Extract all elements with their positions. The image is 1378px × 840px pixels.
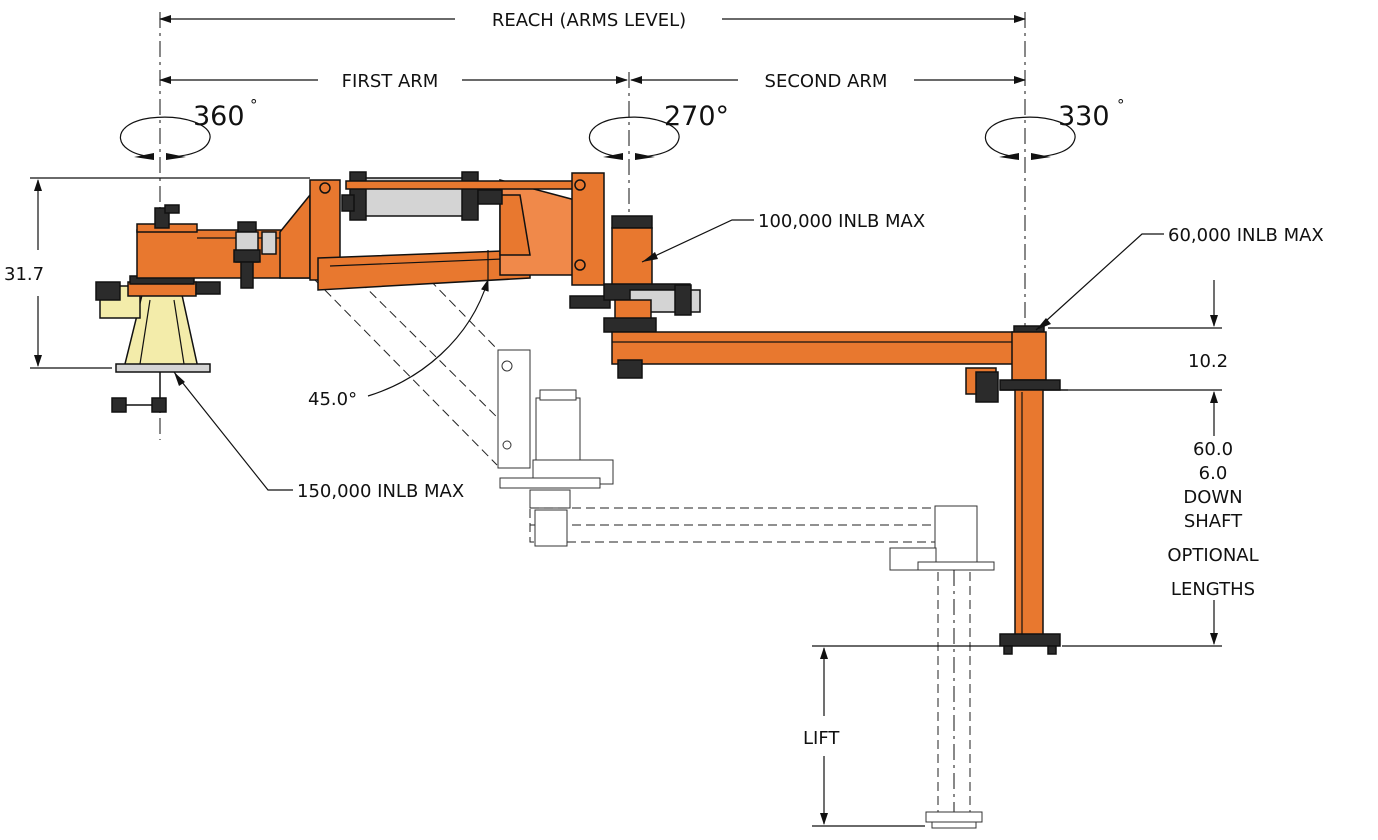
end-moment-callout: 60,000 INLB MAX: [1035, 225, 1324, 331]
base-moment-callout: 150,000 INLB MAX: [173, 371, 464, 502]
rotation-base-label: 360: [193, 101, 245, 132]
rotation-base-degree: °: [250, 96, 258, 114]
shaft-length-line3: DOWN: [1183, 487, 1242, 508]
rotation-mid-label: 270°: [664, 101, 729, 132]
first-arm-dimension: FIRST ARM: [159, 71, 628, 92]
reach-dimension: REACH (ARMS LEVEL): [159, 10, 1026, 31]
tilt-angle-label: 45.0°: [308, 389, 357, 410]
rotation-end-label: 330: [1058, 101, 1110, 132]
shaft-length-line2: 6.0: [1199, 463, 1228, 484]
rotation-symbol-end: 330 °: [984, 96, 1125, 160]
down-shaft: [999, 389, 1061, 655]
base-pedestal: [95, 275, 221, 413]
base-moment-label: 150,000 INLB MAX: [297, 481, 464, 502]
lift-label: LIFT: [803, 728, 840, 749]
second-arm-label: SECOND ARM: [765, 71, 888, 92]
rotation-end-degree: °: [1117, 96, 1125, 114]
base-height-label: 31.7: [4, 264, 44, 285]
second-arm: [611, 331, 1023, 379]
shaft-length-line6: LENGTHS: [1171, 579, 1255, 600]
lift-dimension: LIFT: [803, 645, 1000, 827]
end-hub: [965, 325, 1068, 403]
hub-height-label: 10.2: [1188, 351, 1228, 372]
base-height-dimension: 31.7: [4, 177, 310, 369]
shaft-length-line4: SHAFT: [1184, 511, 1243, 532]
hub-height-dimension: 10.2: [1048, 280, 1228, 436]
shaft-length-line1: 60.0: [1193, 439, 1233, 460]
first-arm-label: FIRST ARM: [342, 71, 439, 92]
end-moment-label: 60,000 INLB MAX: [1168, 225, 1324, 246]
mid-moment-label: 100,000 INLB MAX: [758, 211, 925, 232]
second-arm-dimension: SECOND ARM: [630, 71, 1026, 92]
mid-moment-callout: 100,000 INLB MAX: [641, 211, 925, 263]
middle-joint: [603, 215, 701, 333]
rotation-symbol-base: 360 °: [119, 96, 258, 160]
lowered-position-ghost: [314, 261, 995, 830]
reach-label: REACH (ARMS LEVEL): [492, 10, 686, 31]
first-arm: [136, 171, 611, 309]
rotation-symbol-mid: 270°: [588, 101, 729, 160]
shaft-length-line5: OPTIONAL: [1167, 545, 1258, 566]
tilt-angle-dimension: 45.0°: [308, 250, 489, 410]
shaft-length-dimension: 60.0 6.0 DOWN SHAFT OPTIONAL LENGTHS: [1062, 439, 1259, 647]
